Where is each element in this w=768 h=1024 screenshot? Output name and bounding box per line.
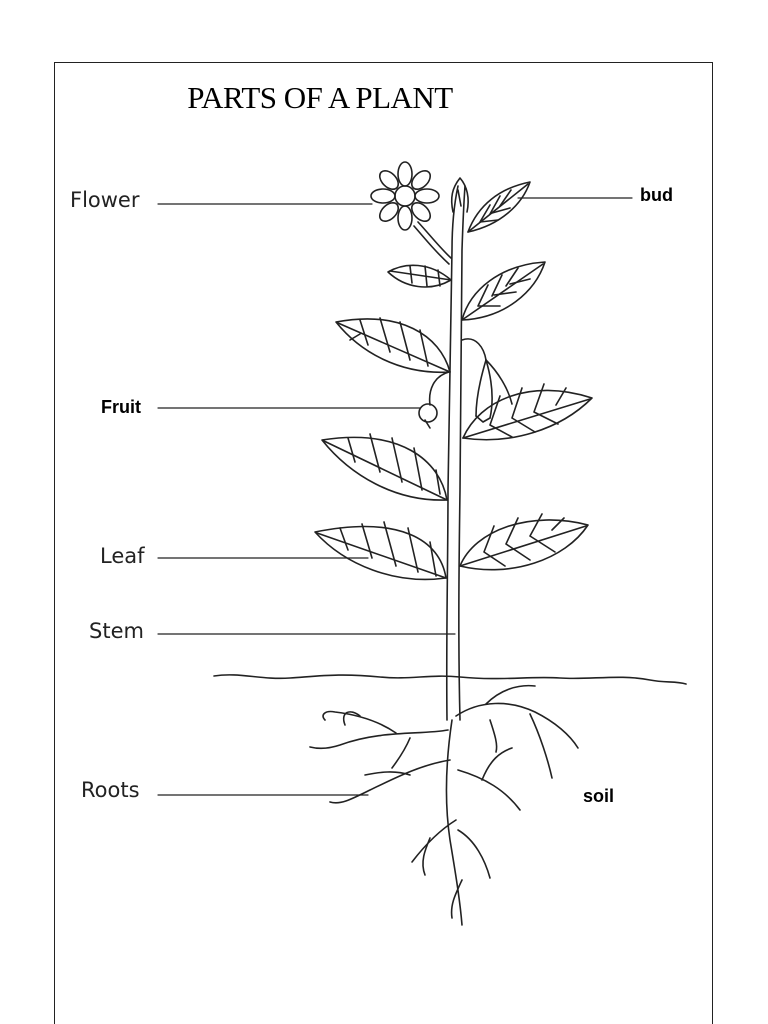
soil-line — [213, 674, 687, 685]
stem — [445, 185, 466, 721]
worksheet-frame — [54, 62, 713, 1024]
label-bud: bud — [640, 185, 673, 205]
leaf-middle-left — [321, 433, 448, 501]
label-leaf: Leaf — [100, 544, 145, 568]
label-flower: Flower — [70, 188, 140, 212]
leaf-lower-left — [314, 521, 447, 581]
label-soil: soil — [583, 786, 615, 806]
label-stem: Stem — [89, 619, 144, 643]
flower — [370, 161, 452, 265]
seed-pod — [461, 338, 513, 423]
page-title: PARTS OF A PLANT — [187, 80, 453, 115]
label-fruit: Fruit — [101, 397, 141, 417]
bud — [450, 177, 469, 213]
leaves — [314, 181, 593, 581]
fruit — [418, 371, 450, 429]
roots — [309, 684, 579, 926]
label-roots: Roots — [81, 778, 140, 802]
leader-lines — [157, 197, 633, 796]
leaf-top-right — [467, 181, 531, 233]
leaf-upper-right — [461, 261, 546, 321]
leaf-middle-right — [462, 383, 593, 441]
leaf-lower-right — [459, 513, 589, 571]
leaf-upper-left — [335, 317, 451, 374]
leaf-small-left — [387, 264, 452, 288]
